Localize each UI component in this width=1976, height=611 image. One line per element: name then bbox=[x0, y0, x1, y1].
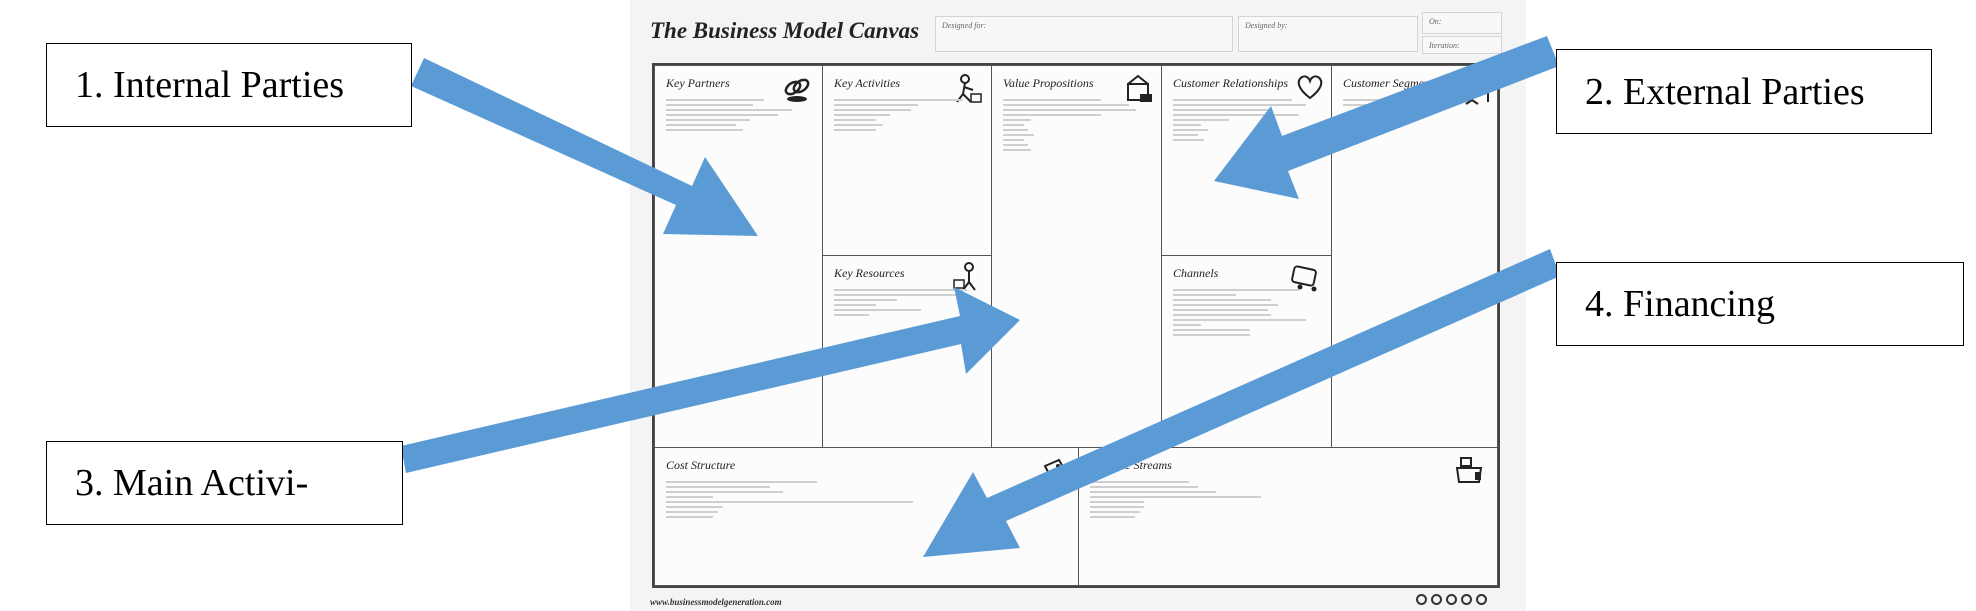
footer-url: www.businessmodelgeneration.com bbox=[650, 597, 782, 607]
key-partners-title: Key Partners bbox=[666, 76, 730, 90]
designed-for-field: Designed for: bbox=[935, 16, 1233, 52]
customer-segments-title: Customer Segments bbox=[1343, 76, 1438, 90]
cost-structure-questions bbox=[666, 478, 926, 521]
by-icon bbox=[1431, 594, 1442, 605]
key-activities-title: Key Activities bbox=[834, 76, 901, 90]
designed-for-label: Designed for: bbox=[942, 21, 987, 30]
on-label: On: bbox=[1429, 17, 1442, 26]
canvas-grid: Key Partners Key Activities Key Resource… bbox=[652, 63, 1500, 588]
label-internal-parties: 1. Internal Parties bbox=[46, 43, 412, 127]
customer-relationships-title: Customer Relationships bbox=[1173, 76, 1289, 90]
key-resources-block: Key Resources bbox=[822, 255, 993, 449]
cc-icon bbox=[1416, 594, 1427, 605]
key-partners-questions bbox=[666, 96, 806, 134]
canvas-title: The Business Model Canvas bbox=[650, 18, 920, 43]
sa-icon bbox=[1446, 594, 1457, 605]
value-propositions-title: Value Propositions bbox=[1003, 76, 1094, 90]
key-activities-questions bbox=[834, 96, 974, 134]
revenue-streams-block: Revenue Streams bbox=[1078, 447, 1498, 586]
channels-title: Channels bbox=[1173, 266, 1219, 280]
key-partners-block: Key Partners bbox=[654, 65, 824, 449]
key-resources-questions bbox=[834, 286, 974, 319]
nc-icon bbox=[1461, 594, 1472, 605]
gift-icon bbox=[1122, 72, 1154, 104]
key-resources-title: Key Resources bbox=[834, 266, 905, 280]
iteration-label: Iteration: bbox=[1429, 41, 1460, 50]
customer-relationships-block: Customer Relationships bbox=[1161, 65, 1333, 257]
info-icon bbox=[1476, 594, 1487, 605]
customer-segments-questions bbox=[1343, 96, 1483, 109]
creative-commons-icons bbox=[1416, 594, 1487, 605]
customer-segments-block: Customer Segments bbox=[1331, 65, 1498, 449]
customer-relationships-questions bbox=[1173, 96, 1313, 144]
label-external-parties: 2. External Parties bbox=[1556, 49, 1932, 134]
designed-by-field: Designed by: bbox=[1238, 16, 1418, 52]
designed-by-label: Designed by: bbox=[1245, 21, 1288, 30]
iteration-field: Iteration: bbox=[1422, 36, 1502, 54]
label-financing: 4. Financing bbox=[1556, 262, 1964, 346]
worker-icon bbox=[951, 72, 983, 104]
cost-structure-title: Cost Structure bbox=[666, 458, 736, 472]
cost-structure-block: Cost Structure bbox=[654, 447, 1080, 586]
channels-questions bbox=[1173, 286, 1313, 339]
on-field: On: bbox=[1422, 12, 1502, 34]
value-propositions-questions bbox=[1003, 96, 1143, 154]
revenue-streams-title: Revenue Streams bbox=[1090, 458, 1172, 472]
price-tag-icon bbox=[1039, 456, 1071, 488]
label-main-activities: 3. Main Activi- bbox=[46, 441, 403, 525]
key-activities-block: Key Activities bbox=[822, 65, 993, 257]
revenue-streams-questions bbox=[1090, 478, 1270, 521]
cash-register-icon bbox=[1453, 454, 1485, 486]
chain-link-icon bbox=[781, 72, 813, 104]
channels-block: Channels bbox=[1161, 255, 1333, 449]
value-propositions-block: Value Propositions bbox=[991, 65, 1163, 449]
